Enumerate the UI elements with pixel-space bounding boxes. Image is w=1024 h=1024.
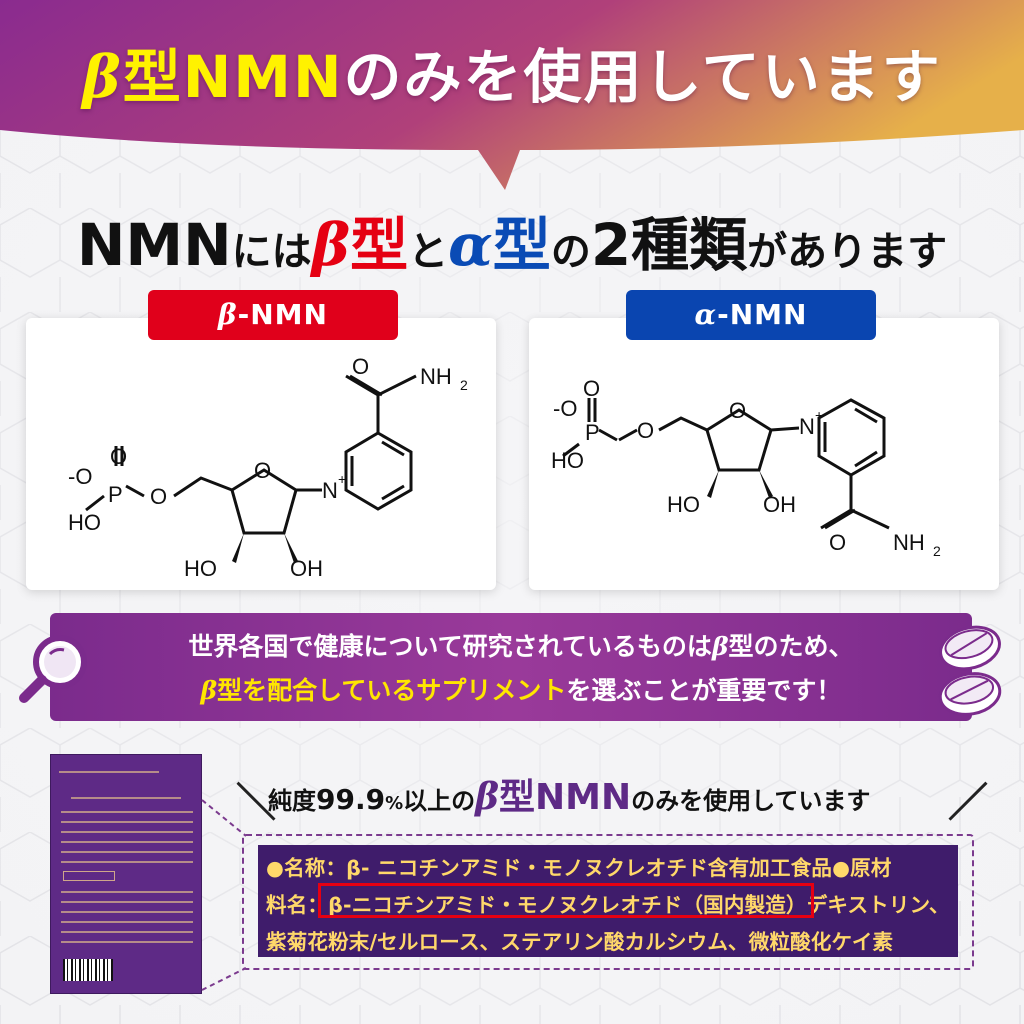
magnifier-icon bbox=[19, 635, 87, 703]
atom-nh2: NH bbox=[893, 530, 925, 555]
atom-ho-phos: HO bbox=[551, 448, 584, 473]
beta-nmn-structure: O NH 2 N + O P O -O HO O HO OH bbox=[68, 354, 468, 581]
atom-o-link: O bbox=[150, 484, 167, 509]
atom-o-minus: -O bbox=[68, 464, 92, 489]
atom-ring-o: O bbox=[729, 398, 746, 423]
atom-p: P bbox=[585, 420, 600, 445]
product-package-image bbox=[50, 754, 202, 994]
atom-o-double: O bbox=[583, 376, 600, 401]
slash-right-decoration: ／ bbox=[948, 780, 988, 826]
pill-icon bbox=[938, 625, 1002, 716]
atom-ho: HO bbox=[184, 556, 217, 581]
atom-oh: OH bbox=[763, 492, 796, 517]
alpha-nmn-label: α-NMN bbox=[626, 290, 876, 340]
atom-nh2-subscript: 2 bbox=[460, 377, 468, 393]
atom-o-double: O bbox=[110, 444, 127, 469]
callout-line-1: 世界各国で健康について研究されているものはβ型のため、 bbox=[188, 632, 854, 661]
atom-o-minus: -O bbox=[553, 396, 577, 421]
atom-o-amide: O bbox=[352, 354, 369, 379]
atom-oh: OH bbox=[290, 556, 323, 581]
atom-n-plus: N bbox=[322, 478, 338, 503]
ingredients-line-2: 料名：β-ニコチンアミド・モノヌクレオチド（国内製造）デキストリン、 bbox=[266, 893, 950, 917]
atom-nh2: NH bbox=[420, 364, 452, 389]
ingredients-dashed-frame bbox=[242, 834, 974, 970]
ingredients-line-1: ●名称：β- ニコチンアミド・モノヌクレオチド含有加工食品●原材 bbox=[266, 856, 892, 880]
page-title: β型NMNのみを使用しています bbox=[82, 43, 942, 111]
atom-p: P bbox=[108, 482, 123, 507]
atom-charge-plus: + bbox=[338, 471, 346, 487]
header-background bbox=[0, 0, 1024, 190]
atom-nh2-subscript: 2 bbox=[933, 543, 941, 559]
atom-ho: HO bbox=[667, 492, 700, 517]
header-banner: β型NMNのみを使用しています bbox=[0, 0, 1024, 200]
alpha-nmn-card: -O O P HO O O N + HO OH O NH 2 bbox=[529, 318, 999, 590]
alpha-nmn-structure: -O O P HO O O N + HO OH O NH 2 bbox=[551, 376, 941, 559]
callout-line-2: β型を配合しているサプリメントを選ぶことが重要です！ bbox=[200, 676, 842, 705]
subtitle-heading: NMNにはβ型とα型の2種類があります bbox=[76, 211, 948, 279]
ingredients-line-3: 紫菊花粉末/セルロース、ステアリン酸カルシウム、微粒酸化ケイ素 bbox=[266, 930, 894, 954]
barcode bbox=[63, 959, 113, 981]
callout-banner: 世界各国で健康について研究されているものはβ型のため、 β型を配合しているサプリ… bbox=[50, 613, 972, 721]
slash-left-decoration: ＼ bbox=[236, 780, 276, 826]
atom-charge-plus: + bbox=[815, 407, 823, 423]
atom-n-plus: N bbox=[799, 414, 815, 439]
purity-heading: 純度99.9%以上のβ型NMNのみを使用しています bbox=[268, 776, 871, 818]
highlighted-ingredient: β-ニコチンアミド・モノヌクレオチド（国内製造） bbox=[328, 893, 807, 917]
atom-ho-phos: HO bbox=[68, 510, 101, 535]
beta-nmn-card: O NH 2 N + O P O -O HO O HO OH bbox=[26, 318, 496, 590]
highlight-box bbox=[318, 883, 814, 918]
atom-o-link: O bbox=[637, 418, 654, 443]
atom-ring-o: O bbox=[254, 458, 271, 483]
beta-nmn-label: β-NMN bbox=[148, 290, 398, 340]
ingredients-label: ●名称：β- ニコチンアミド・モノヌクレオチド含有加工食品●原材 料名：β-ニコ… bbox=[258, 845, 958, 957]
atom-o-amide: O bbox=[829, 530, 846, 555]
